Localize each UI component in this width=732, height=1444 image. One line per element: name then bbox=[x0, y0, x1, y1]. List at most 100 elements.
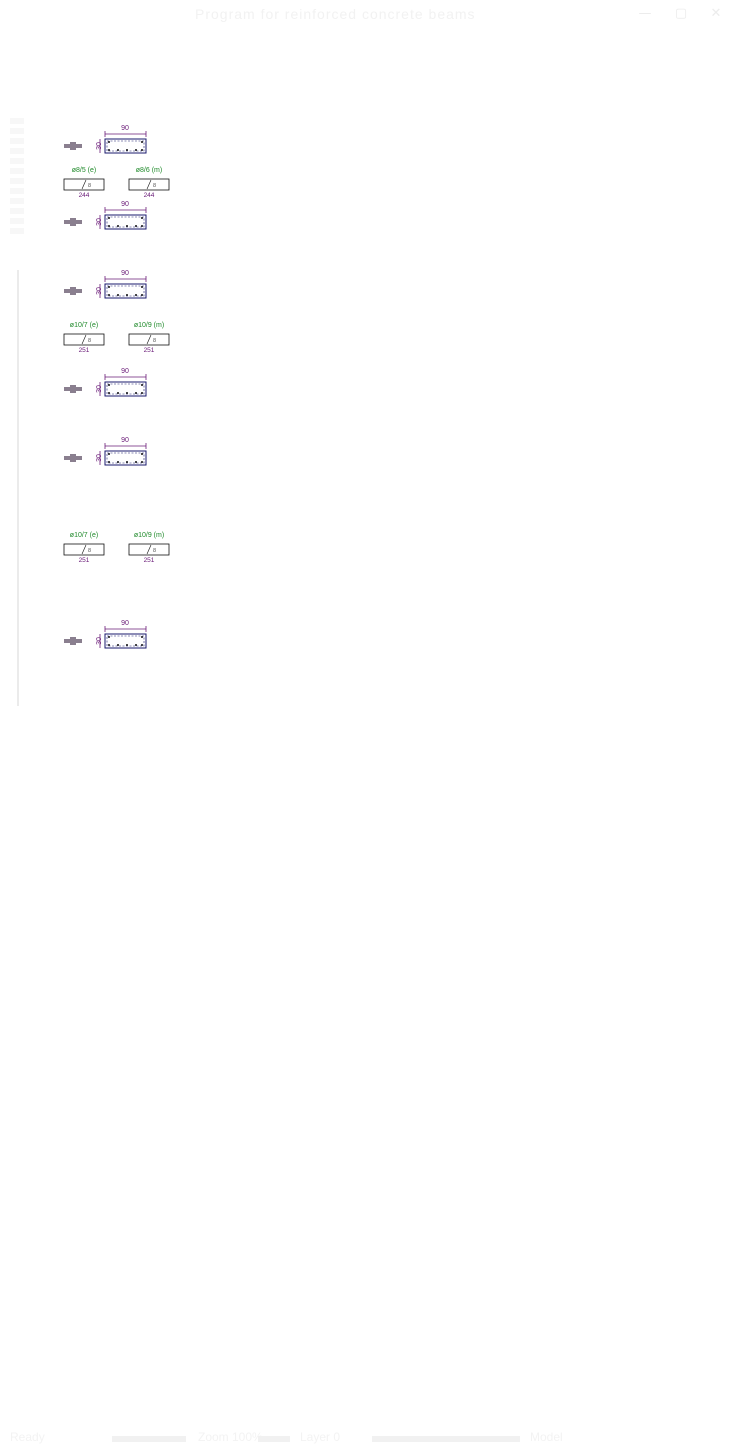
side-toolbar[interactable] bbox=[10, 118, 24, 238]
title-bar: Program for reinforced concrete beams — … bbox=[0, 0, 732, 30]
section-height-label: 30 bbox=[96, 218, 103, 226]
rebar-bottom bbox=[135, 294, 137, 296]
stirrup-outline bbox=[106, 216, 145, 228]
stirrup-length-label: 251 bbox=[144, 557, 155, 564]
status-field bbox=[112, 1436, 186, 1442]
section-width-label: 90 bbox=[121, 201, 129, 208]
stirrup-length-label: 251 bbox=[79, 557, 90, 564]
stirrup-spec-label: ø8/5 (e) bbox=[72, 167, 97, 174]
rebar-bottom bbox=[141, 149, 143, 151]
stirrup-count-label: 8 bbox=[153, 548, 156, 554]
minimize-icon[interactable]: — bbox=[638, 6, 652, 21]
stirrup-count-label: 8 bbox=[88, 338, 91, 344]
rebar-bottom bbox=[126, 149, 128, 151]
rebar-bottom bbox=[135, 461, 137, 463]
stirrup-length-label: 251 bbox=[144, 347, 155, 354]
stirrup-outline bbox=[106, 285, 145, 297]
stirrup-schedule-box bbox=[128, 178, 170, 191]
status-field bbox=[372, 1436, 520, 1442]
rebar-bottom bbox=[141, 294, 143, 296]
section-height-label: 30 bbox=[96, 454, 103, 462]
stirrup-length-label: 244 bbox=[144, 192, 155, 199]
stirrup-outline bbox=[106, 140, 145, 152]
rebar-top bbox=[141, 384, 143, 386]
stirrup-spec-label: ø10/9 (m) bbox=[134, 322, 164, 329]
rebar-top bbox=[141, 286, 143, 288]
beam-marker-icon bbox=[70, 218, 76, 226]
stirrup-hook-line bbox=[81, 544, 87, 555]
stirrup-hook-line bbox=[146, 334, 152, 345]
beam-cross-section bbox=[104, 450, 147, 466]
beam-marker-icon bbox=[70, 142, 76, 150]
stirrup-count-label: 8 bbox=[88, 183, 91, 189]
rebar-top bbox=[108, 384, 110, 386]
rebar-top bbox=[108, 141, 110, 143]
stirrup-spec-label: ø10/9 (m) bbox=[134, 532, 164, 539]
stirrup-outline bbox=[106, 452, 145, 464]
rebar-bottom bbox=[117, 294, 119, 296]
section-height-label: 30 bbox=[96, 142, 103, 150]
rebar-bottom bbox=[117, 392, 119, 394]
left-margin-rule bbox=[17, 270, 19, 706]
rebar-bottom bbox=[141, 644, 143, 646]
rebar-top bbox=[108, 217, 110, 219]
rebar-bottom bbox=[135, 149, 137, 151]
rebar-bottom bbox=[108, 294, 110, 296]
rebar-top bbox=[108, 636, 110, 638]
rebar-bottom bbox=[108, 225, 110, 227]
beam-marker-icon bbox=[70, 287, 76, 295]
section-width-label: 90 bbox=[121, 125, 129, 132]
section-width-label: 90 bbox=[121, 620, 129, 627]
stirrup-spec-label: ø10/7 (e) bbox=[70, 322, 98, 329]
status-ready: Ready bbox=[10, 1430, 45, 1444]
stirrup-spec-label: ø10/7 (e) bbox=[70, 532, 98, 539]
rebar-top bbox=[141, 217, 143, 219]
stirrup-schedule-box bbox=[63, 178, 105, 191]
rebar-bottom bbox=[117, 461, 119, 463]
close-icon[interactable]: ✕ bbox=[710, 6, 722, 21]
stirrup-spec-label: ø8/6 (m) bbox=[136, 167, 162, 174]
rebar-bottom bbox=[135, 644, 137, 646]
section-width-label: 90 bbox=[121, 270, 129, 277]
rebar-top bbox=[108, 453, 110, 455]
section-width-label: 90 bbox=[121, 368, 129, 375]
stirrup-hook-line bbox=[146, 179, 152, 190]
stirrup-count-label: 8 bbox=[88, 548, 91, 554]
rebar-bottom bbox=[141, 225, 143, 227]
status-field bbox=[258, 1436, 290, 1442]
section-height-label: 30 bbox=[96, 637, 103, 645]
rebar-bottom bbox=[108, 149, 110, 151]
rebar-bottom bbox=[117, 225, 119, 227]
rebar-bottom bbox=[117, 644, 119, 646]
status-zoom: Zoom 100% bbox=[198, 1430, 263, 1444]
section-height-label: 30 bbox=[96, 385, 103, 393]
beam-cross-section bbox=[104, 381, 147, 397]
stirrup-length-label: 244 bbox=[79, 192, 90, 199]
beam-cross-section bbox=[104, 138, 147, 154]
beam-marker-icon bbox=[70, 454, 76, 462]
stirrup-length-label: 251 bbox=[79, 347, 90, 354]
stirrup-hook-line bbox=[81, 179, 87, 190]
rebar-top bbox=[141, 636, 143, 638]
stirrup-outline bbox=[106, 635, 145, 647]
rebar-bottom bbox=[126, 644, 128, 646]
status-bar: Ready Zoom 100% Layer 0 Model bbox=[0, 714, 732, 1444]
window-title: Program for reinforced concrete beams bbox=[195, 6, 476, 22]
beam-marker-icon bbox=[70, 637, 76, 645]
rebar-bottom bbox=[126, 294, 128, 296]
rebar-bottom bbox=[126, 225, 128, 227]
stirrup-schedule-box bbox=[128, 543, 170, 556]
rebar-bottom bbox=[141, 461, 143, 463]
maximize-icon[interactable]: ▢ bbox=[674, 6, 688, 21]
rebar-top bbox=[108, 286, 110, 288]
stirrup-hook-line bbox=[81, 334, 87, 345]
rebar-bottom bbox=[126, 461, 128, 463]
status-layer: Layer 0 bbox=[300, 1430, 341, 1444]
section-height-label: 30 bbox=[96, 287, 103, 295]
stirrup-hook-line bbox=[146, 544, 152, 555]
stirrup-count-label: 8 bbox=[153, 338, 156, 344]
beam-cross-section bbox=[104, 283, 147, 299]
rebar-bottom bbox=[117, 149, 119, 151]
stirrup-schedule-box bbox=[128, 333, 170, 346]
